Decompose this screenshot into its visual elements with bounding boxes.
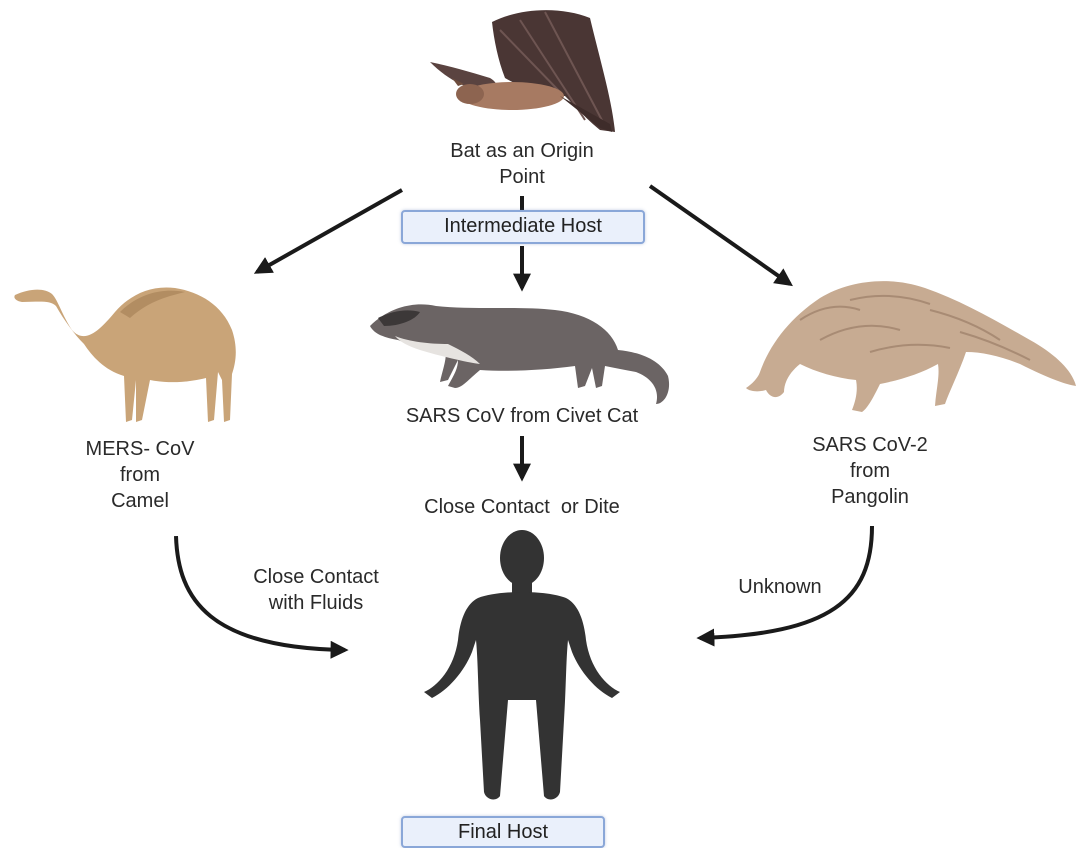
pangolin-to-human-label: Unknown — [700, 574, 860, 600]
pangolin-icon — [746, 281, 1076, 412]
camel-label-line1: MERS- CoV — [40, 436, 240, 462]
final-host-box: Final Host — [401, 816, 605, 848]
pangolin-label: SARS CoV-2 from Pangolin — [770, 432, 970, 510]
bat-label-line1: Bat as an Origin — [412, 138, 632, 164]
camel-to-human-label-line2: with Fluids — [216, 590, 416, 616]
pangolin-label-line2: from — [770, 458, 970, 484]
camel-to-human-label-line1: Close Contact — [216, 564, 416, 590]
camel-label: MERS- CoV from Camel — [40, 436, 240, 514]
arrow-bat-to-camel — [257, 190, 402, 272]
camel-to-human-label: Close Contact with Fluids — [216, 564, 416, 616]
bat-label: Bat as an Origin Point — [412, 138, 632, 190]
bat-icon — [430, 10, 615, 132]
civet-label: SARS CoV from Civet Cat — [332, 403, 712, 429]
pangolin-label-line3: Pangolin — [770, 484, 970, 510]
camel-label-line3: Camel — [40, 488, 240, 514]
bat-label-line2: Point — [412, 164, 632, 190]
civet-to-human-label: Close Contact or Dite — [362, 494, 682, 520]
arrow-bat-to-pangolin — [650, 186, 790, 284]
human-icon — [424, 530, 620, 799]
civet-icon — [370, 304, 669, 404]
camel-icon — [14, 287, 235, 422]
camel-label-line2: from — [40, 462, 240, 488]
pangolin-label-line1: SARS CoV-2 — [770, 432, 970, 458]
intermediate-host-box: Intermediate Host — [401, 210, 645, 244]
